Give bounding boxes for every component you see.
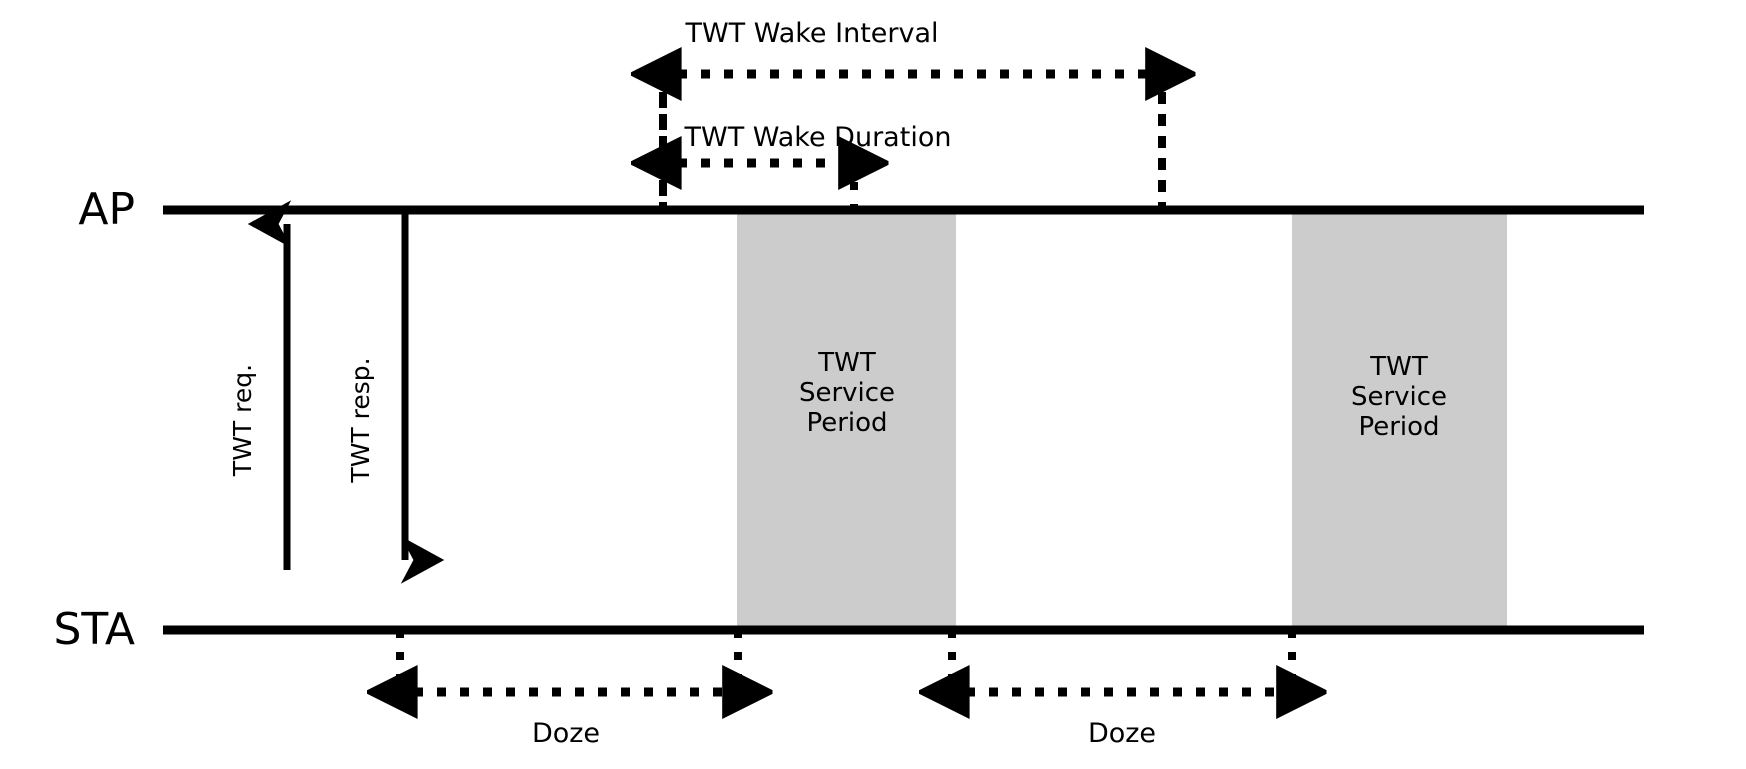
service-period-block-1 bbox=[737, 214, 956, 626]
sp2-line-1: TWT bbox=[1369, 352, 1428, 382]
wake-duration-label: TWT Wake Duration bbox=[684, 122, 952, 153]
sp1-line-3: Period bbox=[806, 408, 887, 438]
twt-response-label: TWT resp. bbox=[346, 357, 375, 483]
service-period-edge-guides bbox=[659, 74, 1166, 214]
doze-measure-1: Doze bbox=[400, 630, 738, 749]
doze1-label: Doze bbox=[532, 718, 600, 749]
twt-response-arrow-group: TWT resp. bbox=[346, 214, 405, 560]
service-period-blocks bbox=[737, 214, 1507, 626]
timelines bbox=[163, 205, 1644, 635]
sp2-line-3: Period bbox=[1358, 412, 1439, 442]
service-period-text-1: TWT Service Period bbox=[799, 348, 895, 438]
sp1-line-1: TWT bbox=[817, 348, 876, 378]
doze2-label: Doze bbox=[1088, 718, 1156, 749]
sp1-line-2: Service bbox=[799, 378, 895, 408]
doze-measure-2: Doze bbox=[952, 630, 1292, 749]
service-period-block-2 bbox=[1292, 214, 1507, 626]
sp2-line-2: Service bbox=[1351, 382, 1447, 412]
twt-request-arrow-group: TWT req. bbox=[228, 224, 287, 570]
twt-wake-duration-measure: TWT Wake Duration bbox=[663, 100, 951, 214]
twt-request-label: TWT req. bbox=[228, 364, 257, 477]
wake-interval-label: TWT Wake Interval bbox=[684, 18, 938, 49]
lane-label-sta: STA bbox=[54, 604, 136, 655]
service-period-text-2: TWT Service Period bbox=[1351, 352, 1447, 442]
lane-label-ap: AP bbox=[78, 184, 135, 235]
twt-wake-interval-measure: TWT Wake Interval bbox=[663, 18, 1162, 214]
